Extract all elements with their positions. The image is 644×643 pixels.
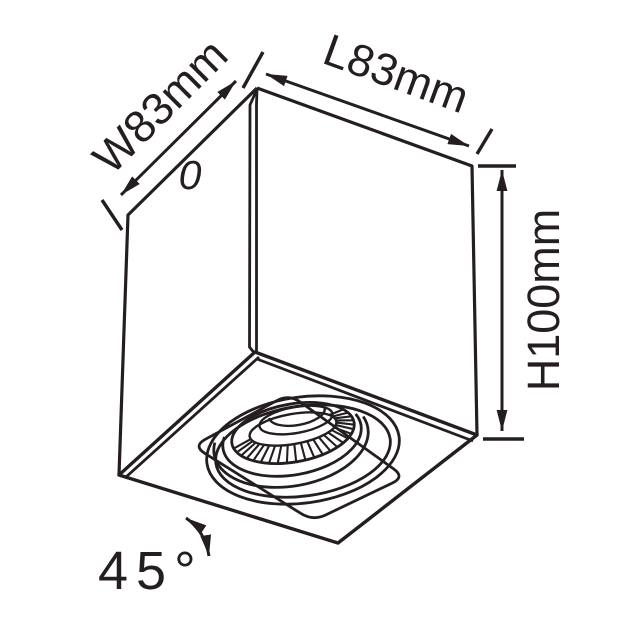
rib-line bbox=[240, 441, 257, 457]
lamp-gimbal bbox=[197, 394, 401, 520]
vertical-edge-double-right bbox=[255, 88, 259, 351]
rib-line bbox=[245, 443, 261, 460]
rib-line bbox=[293, 443, 298, 463]
lamp-trim-arc-outer bbox=[212, 415, 370, 489]
rib-line bbox=[306, 440, 316, 459]
rib-line bbox=[333, 426, 352, 435]
surface-mark-label: 0 bbox=[179, 152, 202, 198]
rib-line bbox=[276, 445, 283, 464]
rib-line bbox=[236, 440, 254, 454]
gimbal-ring-outer bbox=[205, 394, 401, 506]
rib-line bbox=[252, 444, 265, 462]
vertical-edge-double-left bbox=[248, 88, 259, 353]
rotation-arc-arrow bbox=[185, 516, 212, 557]
width-dimension-label: W83mm bbox=[83, 29, 238, 184]
rib-line bbox=[331, 429, 349, 440]
lens-inner-arc bbox=[268, 408, 326, 428]
rib-line bbox=[327, 431, 344, 444]
rotation-angle-label: 45° bbox=[98, 541, 204, 601]
height-dimension-label: H100mm bbox=[518, 209, 569, 392]
cube-bottom-face bbox=[117, 350, 479, 545]
rib-line bbox=[335, 423, 354, 431]
rib-line bbox=[268, 445, 277, 464]
dimension-width: W83mm bbox=[83, 29, 265, 231]
width-dimension-line bbox=[119, 79, 238, 197]
rib-line bbox=[336, 421, 355, 426]
rib-line bbox=[259, 444, 271, 463]
rib-line bbox=[323, 434, 339, 448]
lamp-trim-arc-inner bbox=[221, 412, 363, 478]
bottom-face-inner-right bbox=[256, 357, 474, 443]
rib-line bbox=[332, 411, 349, 418]
rib-line bbox=[285, 444, 289, 464]
length-dimension-label: L83mm bbox=[317, 24, 475, 123]
corner-extension-tick bbox=[241, 51, 265, 89]
rib-line bbox=[312, 438, 324, 456]
rib-line bbox=[334, 415, 352, 420]
dimension-height: H100mm bbox=[478, 164, 569, 441]
width-extension-tick bbox=[100, 199, 124, 231]
dimension-length: L83mm bbox=[265, 24, 494, 155]
rib-line bbox=[299, 442, 307, 461]
rib-line bbox=[233, 438, 252, 450]
cube-silhouette-right bbox=[256, 86, 479, 436]
rib-line bbox=[317, 436, 332, 452]
length-dimension-line bbox=[265, 72, 470, 148]
rotation-indicator: 45° bbox=[98, 516, 212, 601]
bottom-face-inner-left bbox=[125, 355, 260, 479]
length-extension-tick bbox=[475, 128, 494, 155]
reflector-ribs bbox=[233, 408, 355, 464]
rib-band-outer bbox=[230, 401, 356, 465]
rib-line bbox=[328, 408, 344, 416]
